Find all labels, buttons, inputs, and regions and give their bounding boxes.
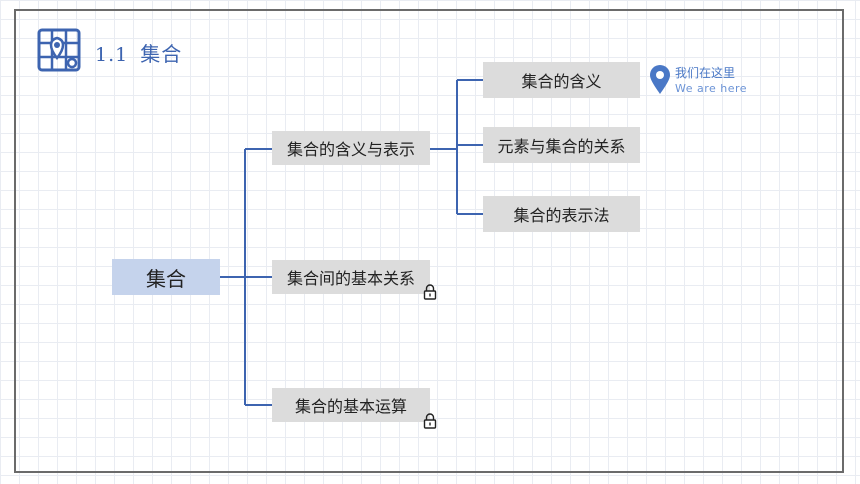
marker-label-en: We are here [675,82,748,95]
subtopic-node-meaning[interactable]: 集合的含义 [483,62,640,98]
section-number: 1.1 [95,44,129,66]
branch-node-relations[interactable]: 集合间的基本关系 [272,260,430,294]
map-icon [37,28,81,72]
lock-icon [423,413,437,429]
mindmap-root[interactable]: 集合 [112,259,220,295]
section-title: 集合 [140,42,183,66]
lock-icon [423,284,437,300]
location-pin-icon [650,65,670,94]
branch-node-operations[interactable]: 集合的基本运算 [272,388,430,422]
subtopic-node-element-relation[interactable]: 元素与集合的关系 [483,127,640,163]
branch-node-definition[interactable]: 集合的含义与表示 [272,131,430,165]
slide-frame [14,9,844,473]
page-title: 1.1 集合 [95,38,182,67]
marker-label-cn: 我们在这里 [675,66,736,80]
subtopic-node-representation[interactable]: 集合的表示法 [483,196,640,232]
location-marker-label: 我们在这里 We are here [675,66,747,96]
